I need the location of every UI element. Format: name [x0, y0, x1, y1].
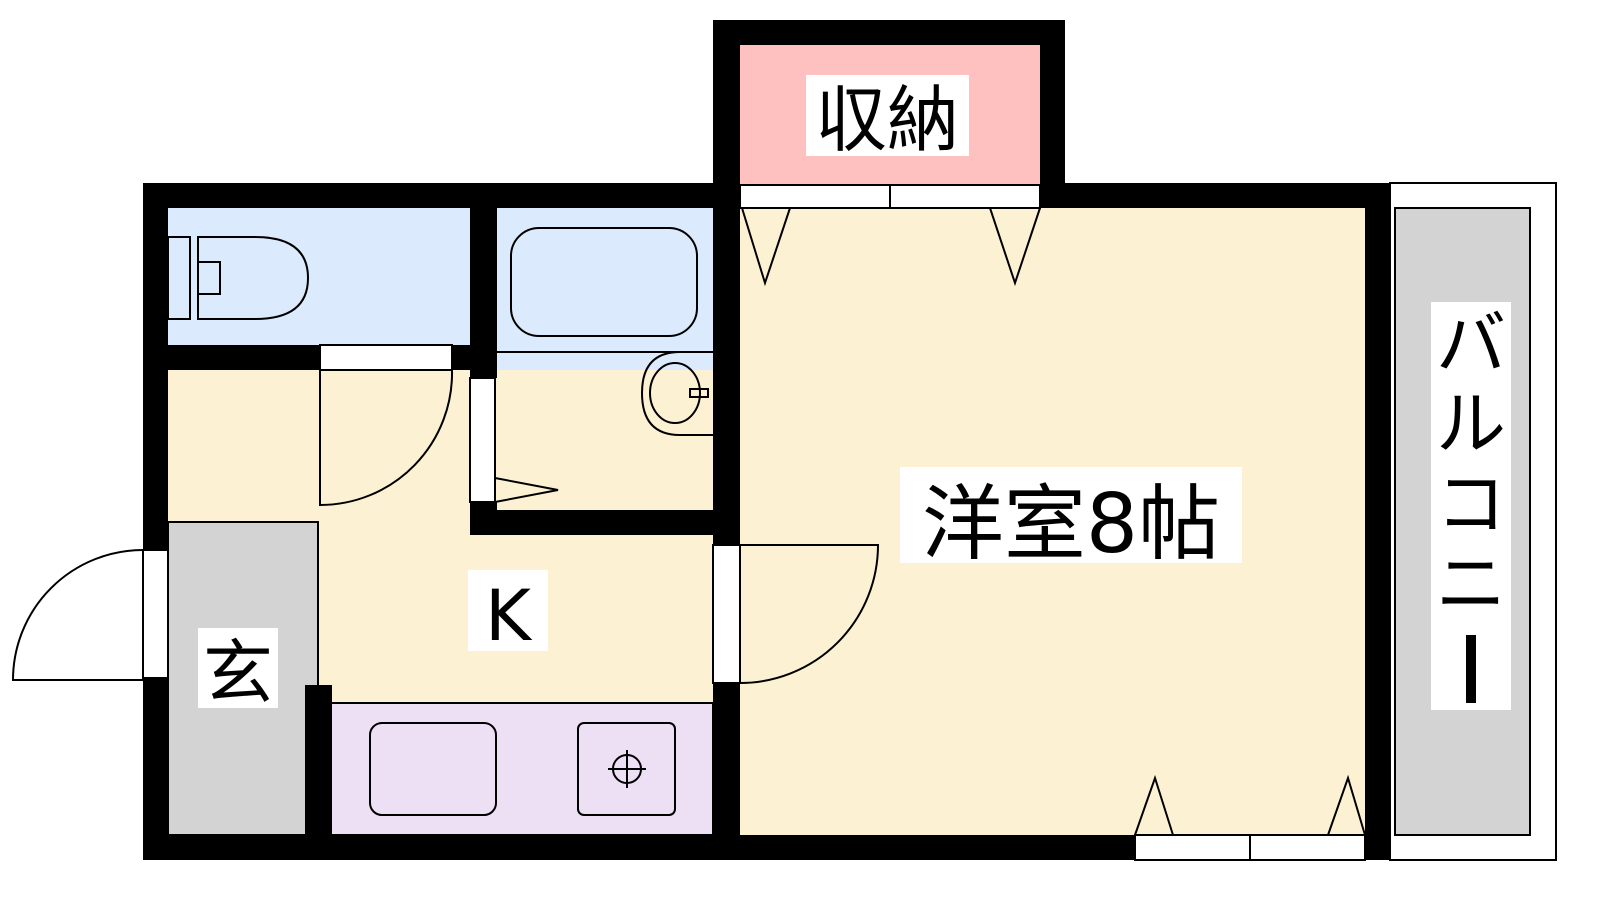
walls [143, 20, 1390, 860]
bathtub-icon [510, 227, 698, 337]
fixtures [167, 227, 713, 816]
stove-icon [577, 722, 676, 816]
storage-label: 収納 [815, 78, 959, 162]
balcony-label: バ ル コ ニ [1436, 303, 1506, 703]
svg-text:ニ: ニ [1436, 543, 1506, 625]
openings [11, 184, 1366, 861]
toilet-tank-icon [167, 236, 191, 320]
entrance-area [167, 521, 319, 836]
svg-text:ル: ル [1436, 383, 1506, 465]
toilet-area [168, 208, 470, 345]
svg-text:コ: コ [1436, 463, 1506, 545]
washbasin-icon [640, 351, 713, 436]
kitchen-label: K [485, 575, 533, 657]
western-room-label: 洋室8帖 [922, 477, 1220, 572]
entrance-label: 玄 [203, 632, 273, 714]
sink-icon [369, 722, 497, 816]
svg-text:バ: バ [1436, 303, 1506, 385]
toilet-bowl-icon [197, 236, 310, 320]
